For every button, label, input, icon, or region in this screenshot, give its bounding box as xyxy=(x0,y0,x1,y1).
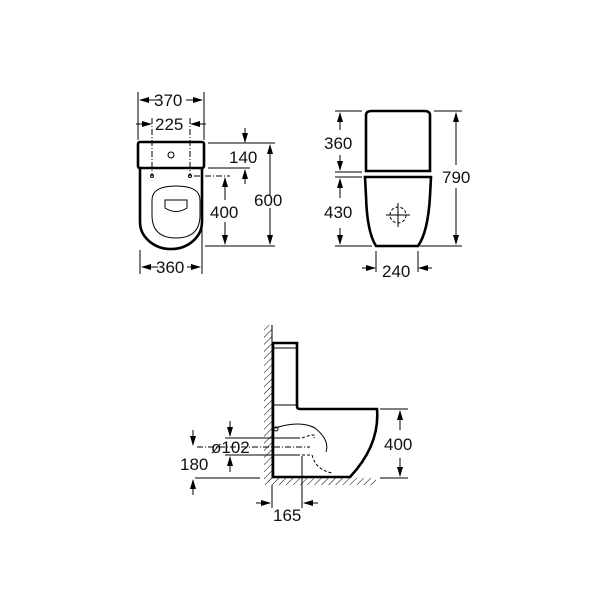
dim-width-bowl: 360 xyxy=(156,258,184,277)
dim-outlet-distance: 165 xyxy=(273,506,301,525)
dim-fixing-offset: 140 xyxy=(229,148,257,167)
dim-total-depth: 600 xyxy=(254,191,282,210)
dim-side-bowl-height: 400 xyxy=(384,435,412,454)
top-view: 370 225 140 600 400 360 xyxy=(136,91,282,277)
dim-fixing-spacing: 225 xyxy=(155,115,183,134)
dim-total-height: 790 xyxy=(442,168,470,187)
dim-outlet-diameter: ø102 xyxy=(211,438,250,457)
dim-base-width: 240 xyxy=(382,262,410,281)
dim-outlet-height: 180 xyxy=(180,455,208,474)
dim-fixing-to-front: 400 xyxy=(210,203,238,222)
side-view: 400 ø102 180 165 xyxy=(180,325,412,525)
front-view: 360 430 790 240 xyxy=(324,109,470,281)
dim-tank-height: 360 xyxy=(324,134,352,153)
dim-width-tank: 370 xyxy=(154,91,182,110)
dim-bowl-height: 430 xyxy=(324,203,352,222)
